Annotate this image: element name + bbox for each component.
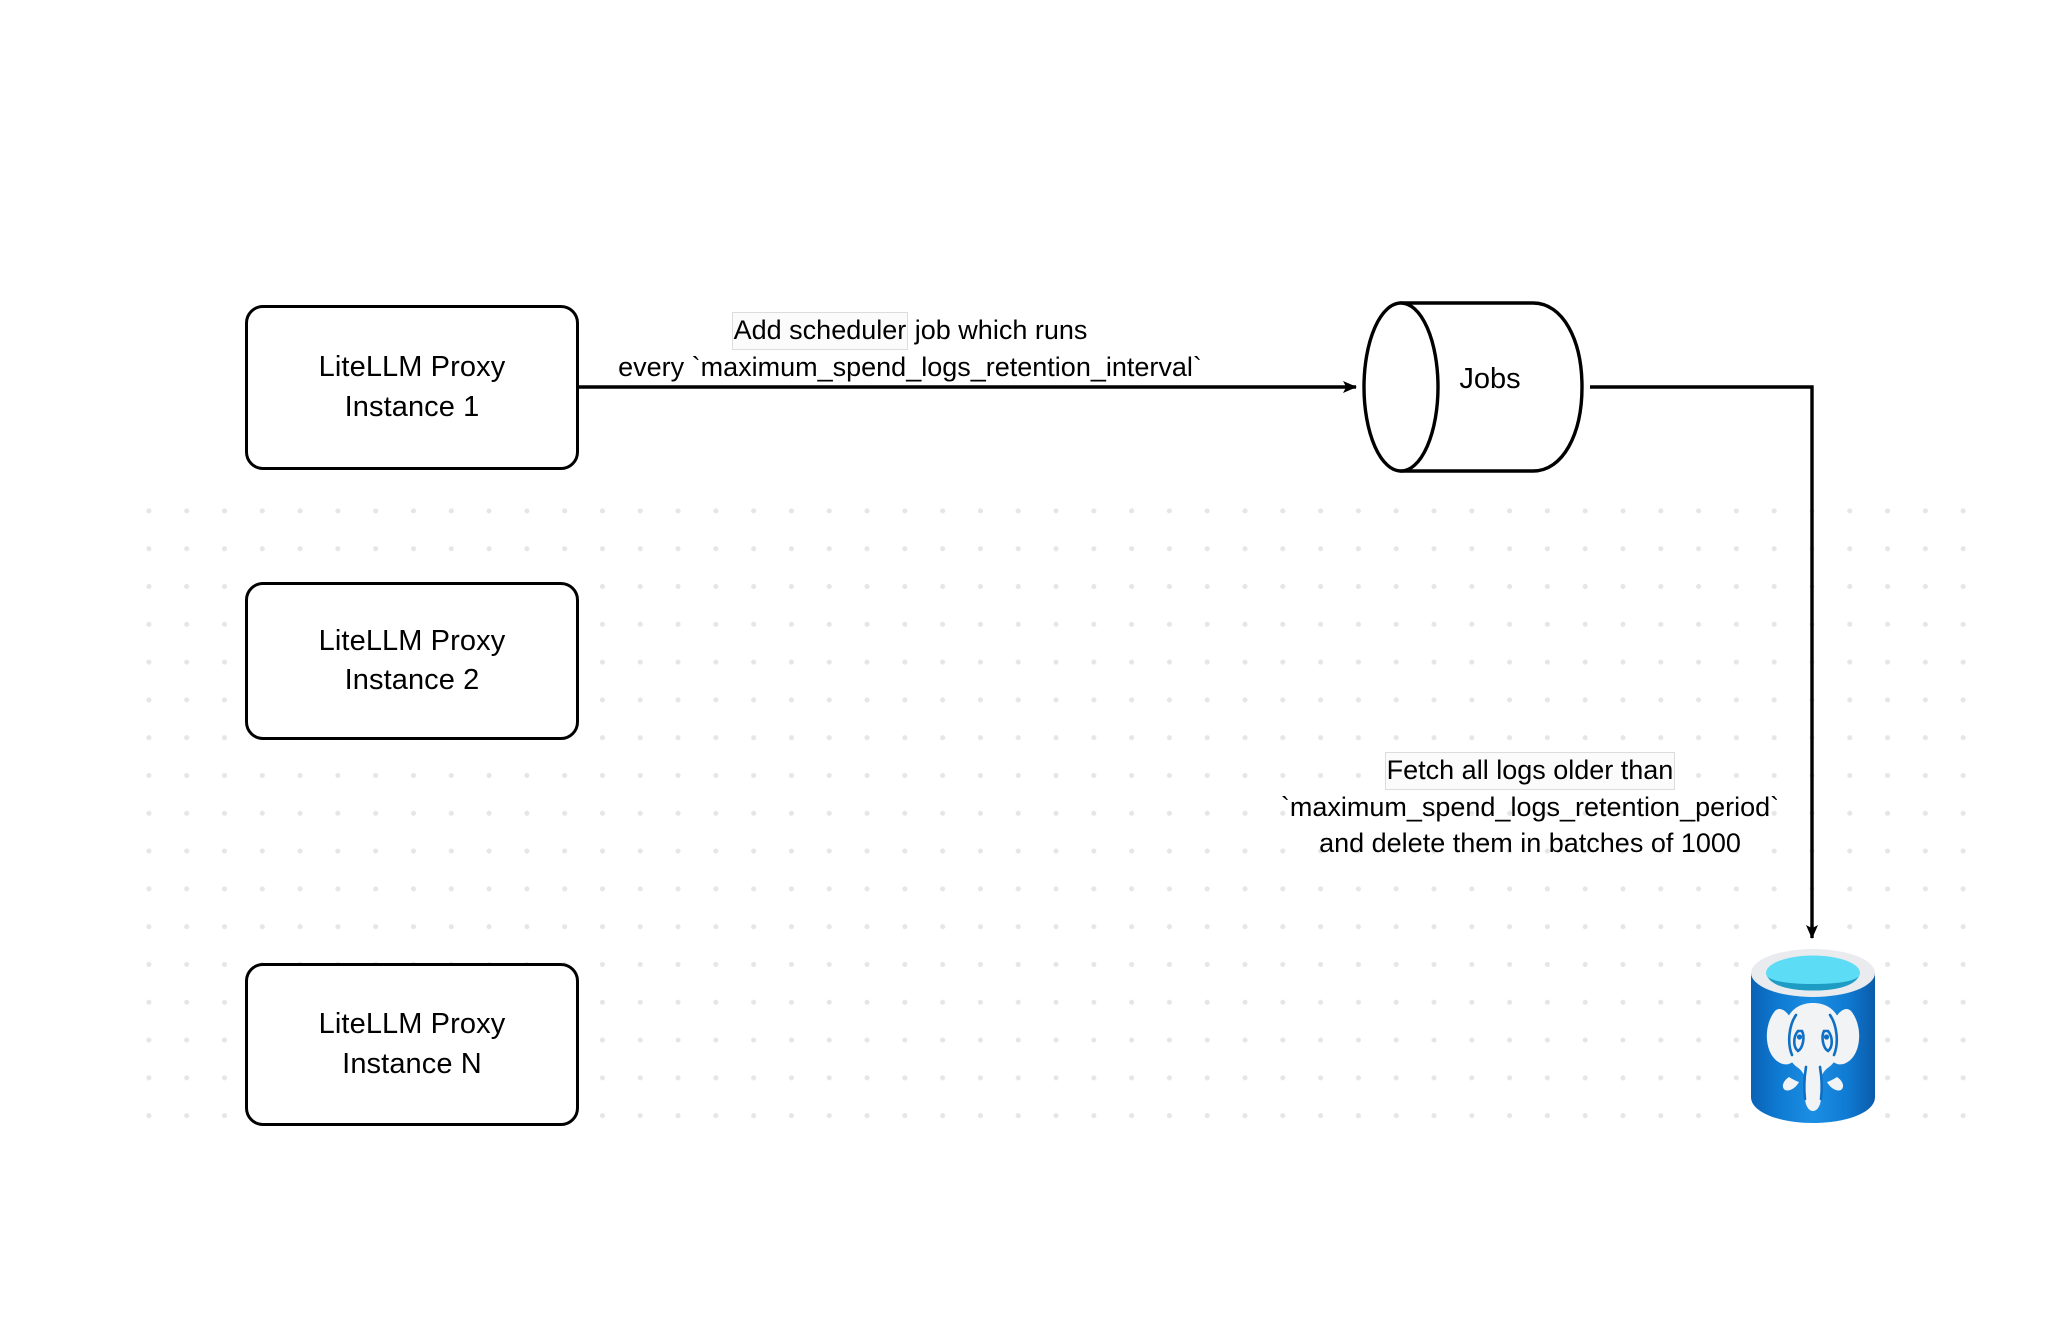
- node-jobs-label: Jobs: [1459, 363, 1521, 395]
- node-label-line1: LiteLLM Proxy: [318, 1008, 506, 1041]
- edge-label-line-1: Fetch all logs older than: [1220, 752, 1840, 790]
- node-litellm-proxy-instance-n[interactable]: LiteLLM Proxy Instance N: [245, 963, 579, 1126]
- cylinder-left-cap: [1362, 301, 1440, 473]
- node-label-line2: Instance N: [342, 1047, 482, 1080]
- node-label-line2: Instance 2: [344, 664, 480, 696]
- edge-label-fetch: Fetch all logs older than `maximum_spend…: [1220, 752, 1840, 862]
- node-label-line1: LiteLLM Proxy: [318, 624, 506, 657]
- edge-label-line-2: every `maximum_spend_logs_retention_inte…: [618, 351, 1202, 382]
- edge-label-highlight: Fetch all logs older than: [1384, 752, 1676, 790]
- node-litellm-proxy-instance-1[interactable]: LiteLLM Proxy Instance 1: [245, 305, 579, 470]
- node-litellm-proxy-instance-2[interactable]: LiteLLM Proxy Instance 2: [245, 582, 579, 740]
- node-label-line1: LiteLLM Proxy: [318, 351, 506, 384]
- edge-label-scheduler: Add scheduler job which runs every `maxi…: [540, 312, 1280, 386]
- postgres-database-icon[interactable]: [1745, 945, 1881, 1125]
- edge-label-line-1: Add scheduler job which runs: [540, 312, 1280, 350]
- edge-label-line-2: `maximum_spend_logs_retention_period`: [1280, 791, 1780, 822]
- cylinder-body: [1399, 301, 1584, 473]
- edge-label-line-3: and delete them in batches of 1000: [1319, 827, 1741, 858]
- node-jobs-queue[interactable]: [1358, 296, 1590, 478]
- db-liquid-depth: [1769, 978, 1857, 991]
- db-elephant-detail: [1787, 1013, 1839, 1101]
- node-label-line2: Instance 1: [344, 390, 480, 423]
- edge-label-highlight: Add scheduler: [731, 312, 909, 350]
- db-liquid-surface: [1766, 955, 1860, 991]
